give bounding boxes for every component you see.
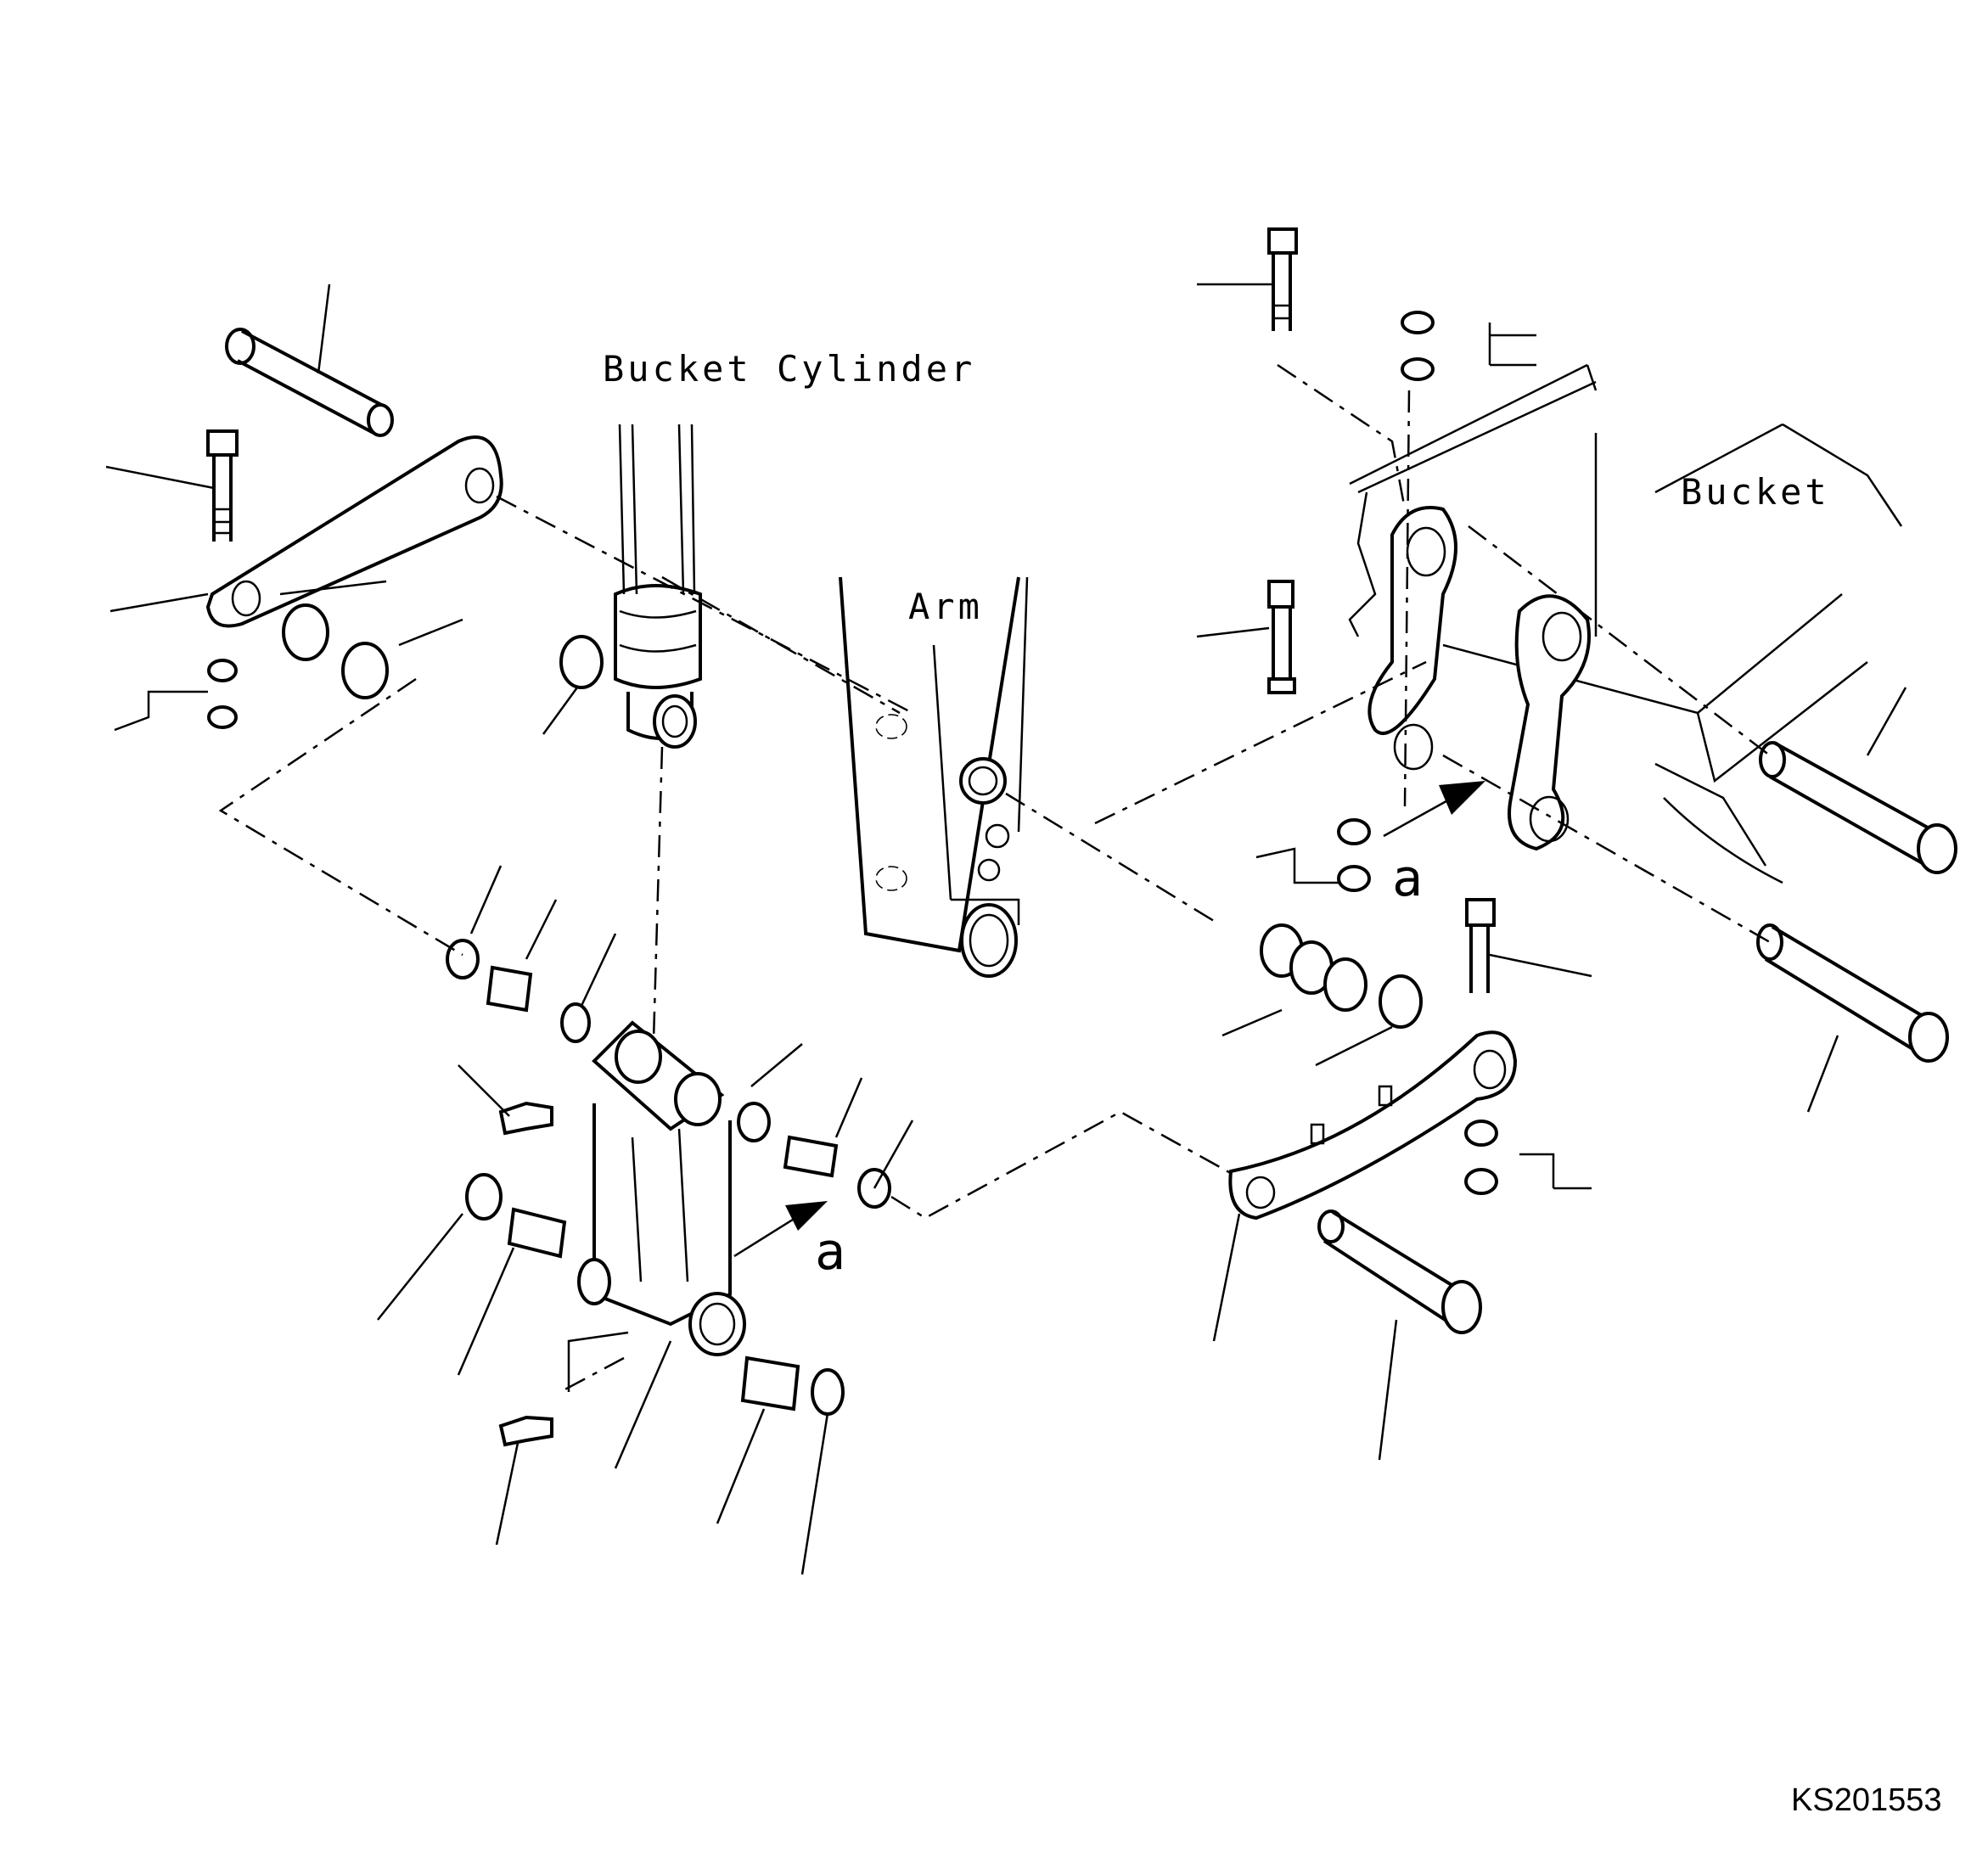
assembly-lines — [218, 363, 1771, 1394]
arrow-a-left — [733, 1201, 828, 1258]
callout-a-right: a — [1392, 849, 1424, 908]
lower-right-link — [1228, 1030, 1518, 1221]
leader-lines — [105, 283, 1907, 1575]
upper-left-link — [205, 435, 503, 628]
right-washers — [1260, 923, 1423, 1029]
right-middle-bolt — [1267, 580, 1296, 694]
bucket-cylinder-label: Bucket Cylinder — [603, 348, 976, 390]
left-bushings — [446, 939, 591, 1259]
drawing-code: KS201553 — [1791, 1782, 1942, 1818]
top-right-bolt — [1267, 227, 1435, 381]
lower-right-pin — [1317, 1209, 1482, 1334]
arm-label: Arm — [908, 586, 983, 627]
grease-fittings — [498, 1101, 553, 1447]
top-left-pin — [225, 328, 394, 437]
bucket-ears — [1367, 506, 1591, 851]
right-middle-nuts — [1337, 818, 1371, 892]
callout-a-left: a — [815, 1222, 846, 1282]
bucket-label: Bucket — [1681, 471, 1830, 513]
right-lower-pin — [1756, 923, 1949, 1063]
arm-body — [839, 576, 1029, 978]
right-upper-pin — [1759, 741, 1957, 874]
h-link-right-bushings — [737, 1102, 891, 1416]
bucket-cylinder — [614, 424, 702, 749]
lower-right-nuts — [1464, 1120, 1498, 1195]
left-bolt — [206, 429, 239, 542]
h-link — [577, 1020, 746, 1356]
right-lower-bolt — [1465, 898, 1496, 993]
arrow-a-right — [1383, 781, 1485, 838]
left-nuts — [207, 603, 604, 729]
